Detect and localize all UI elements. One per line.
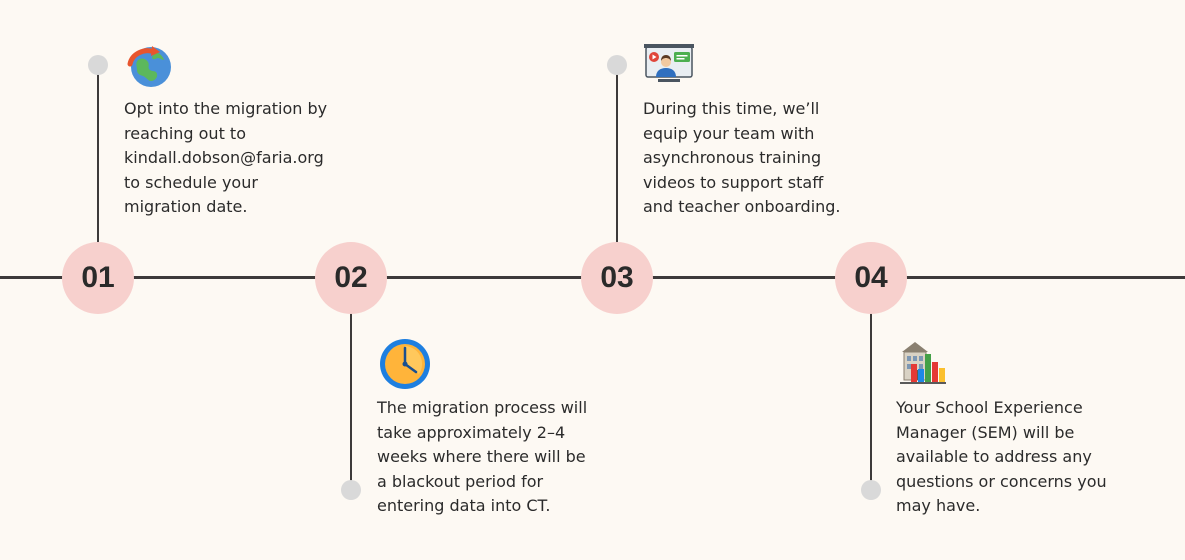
step-01-dot	[88, 55, 108, 75]
step-03-number: 03	[581, 242, 653, 314]
step-03-connector	[616, 65, 618, 243]
video-training-icon	[644, 44, 694, 84]
step-02-connector	[350, 312, 352, 490]
step-02-description: The migration process will take approxim…	[377, 398, 588, 515]
step-03-description: During this time, we’ll equip your team …	[643, 99, 841, 216]
step-04-dot	[861, 480, 881, 500]
clock-icon	[379, 338, 431, 390]
step-02-number: 02	[315, 242, 387, 314]
step-01-number: 01	[62, 242, 134, 314]
step-04-connector	[870, 312, 872, 490]
globe-arrow-icon	[126, 42, 174, 90]
step-02-dot	[341, 480, 361, 500]
step-04-description: Your School Experience Manager (SEM) wil…	[896, 398, 1107, 515]
step-04-number: 04	[835, 242, 907, 314]
school-chart-icon	[898, 338, 948, 386]
step-01-connector	[97, 65, 99, 243]
step-01-description: Opt into the migration by reaching out t…	[124, 99, 328, 216]
step-03-dot	[607, 55, 627, 75]
